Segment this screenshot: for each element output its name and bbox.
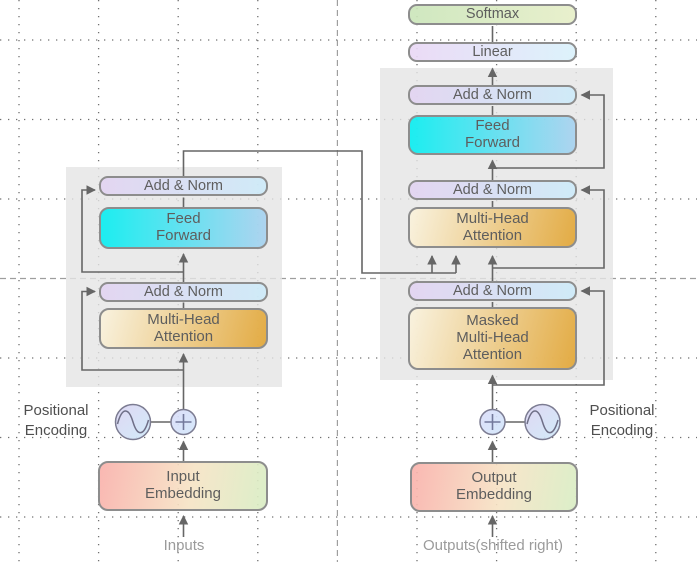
encoder-feed-forward-box: Feed Forward — [99, 207, 268, 249]
connector-lines — [150, 26, 525, 423]
decoder-multi-head-attention-box: Multi-Head Attention — [408, 207, 577, 248]
arrow-lines — [81, 67, 605, 537]
encoder-multi-head-attention-box: Multi-Head Attention — [99, 308, 268, 349]
encoder-add-norm-upper: Add & Norm — [99, 176, 268, 196]
input-embedding-box: Input Embedding — [98, 461, 268, 511]
encoder-positional-group — [114, 403, 197, 441]
output-embedding-box: Output Embedding — [410, 462, 578, 512]
plus-glyph — [484, 414, 501, 430]
inputs-label: Inputs — [163, 537, 205, 554]
sine-wave-glyph — [116, 410, 150, 434]
decoder-feed-forward-box: Feed Forward — [408, 115, 577, 155]
decoder-add-norm-upper: Add & Norm — [408, 85, 577, 105]
decoder-residual-ff — [492, 90, 605, 169]
decoder-residual-masked-mha — [492, 286, 605, 386]
plus-glyph — [175, 414, 192, 430]
encoder-residual-ff — [81, 185, 184, 273]
encoder-panel — [66, 167, 282, 387]
positional-encoding-label-left: Positional Encoding — [23, 402, 89, 439]
masked-multi-head-attention-box: Masked Multi-Head Attention — [408, 307, 577, 370]
sine-wave-glyph — [526, 410, 559, 434]
softmax-box: Softmax — [408, 4, 577, 25]
linear-box: Linear — [408, 42, 577, 62]
decoder-residual-mha — [492, 185, 605, 269]
decoder-positional-group — [479, 403, 561, 441]
encoder-add-norm-lower: Add & Norm — [99, 282, 268, 302]
encoder-to-decoder-connector — [182, 150, 456, 274]
positional-encoding-label-right: Positional Encoding — [589, 402, 655, 439]
decoder-add-norm-lower: Add & Norm — [408, 281, 577, 301]
outputs-label: Outputs(shifted right) — [422, 537, 564, 554]
decoder-add-norm-middle: Add & Norm — [408, 180, 577, 200]
encoder-residual-mha — [81, 286, 184, 371]
